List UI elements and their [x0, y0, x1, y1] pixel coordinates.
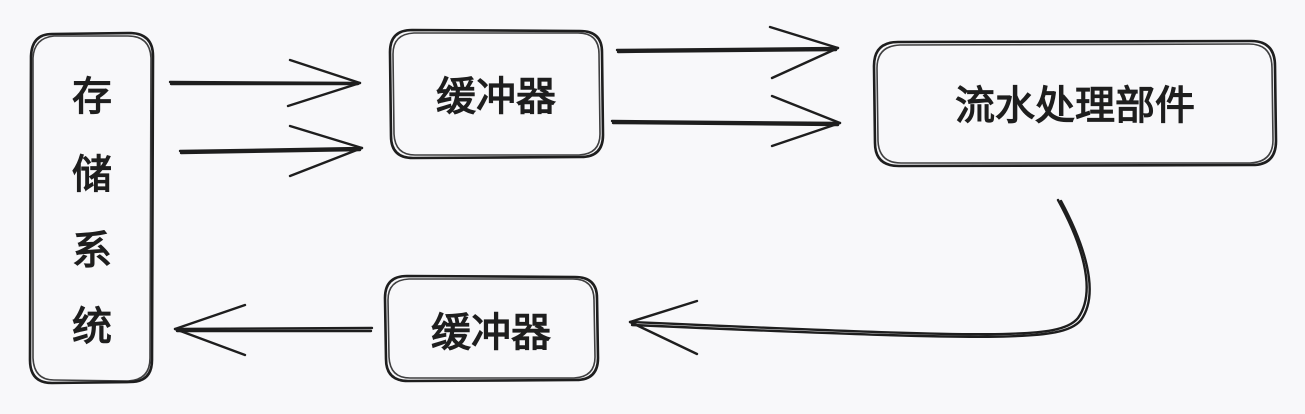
pipeline-unit-label: 流水处理部件	[955, 83, 1195, 129]
arrow-buffer-bottom-to-storage	[173, 303, 374, 357]
buffer-bottom-node: 缓冲器	[383, 274, 600, 383]
storage-char-2: 储	[72, 152, 112, 198]
arrow-storage-to-buffer-2	[178, 124, 364, 178]
pipeline-unit-node: 流水处理部件	[872, 39, 1278, 168]
buffer-top-label: 缓冲器	[436, 74, 557, 120]
buffer-bottom-label: 缓冲器	[431, 310, 552, 356]
buffer-top-node: 缓冲器	[388, 28, 605, 160]
arrow-pipeline-to-buffer-bottom	[628, 198, 1091, 356]
arrow-storage-to-buffer-1	[168, 58, 362, 108]
storage-char-4: 统	[72, 304, 112, 350]
storage-system-node: 存 储 系 统	[28, 31, 155, 385]
arrow-buffer-to-pipeline-1	[615, 25, 840, 80]
storage-char-1: 存	[72, 74, 112, 120]
arrow-buffer-to-pipeline-2	[610, 94, 842, 148]
storage-char-3: 系	[72, 228, 112, 274]
